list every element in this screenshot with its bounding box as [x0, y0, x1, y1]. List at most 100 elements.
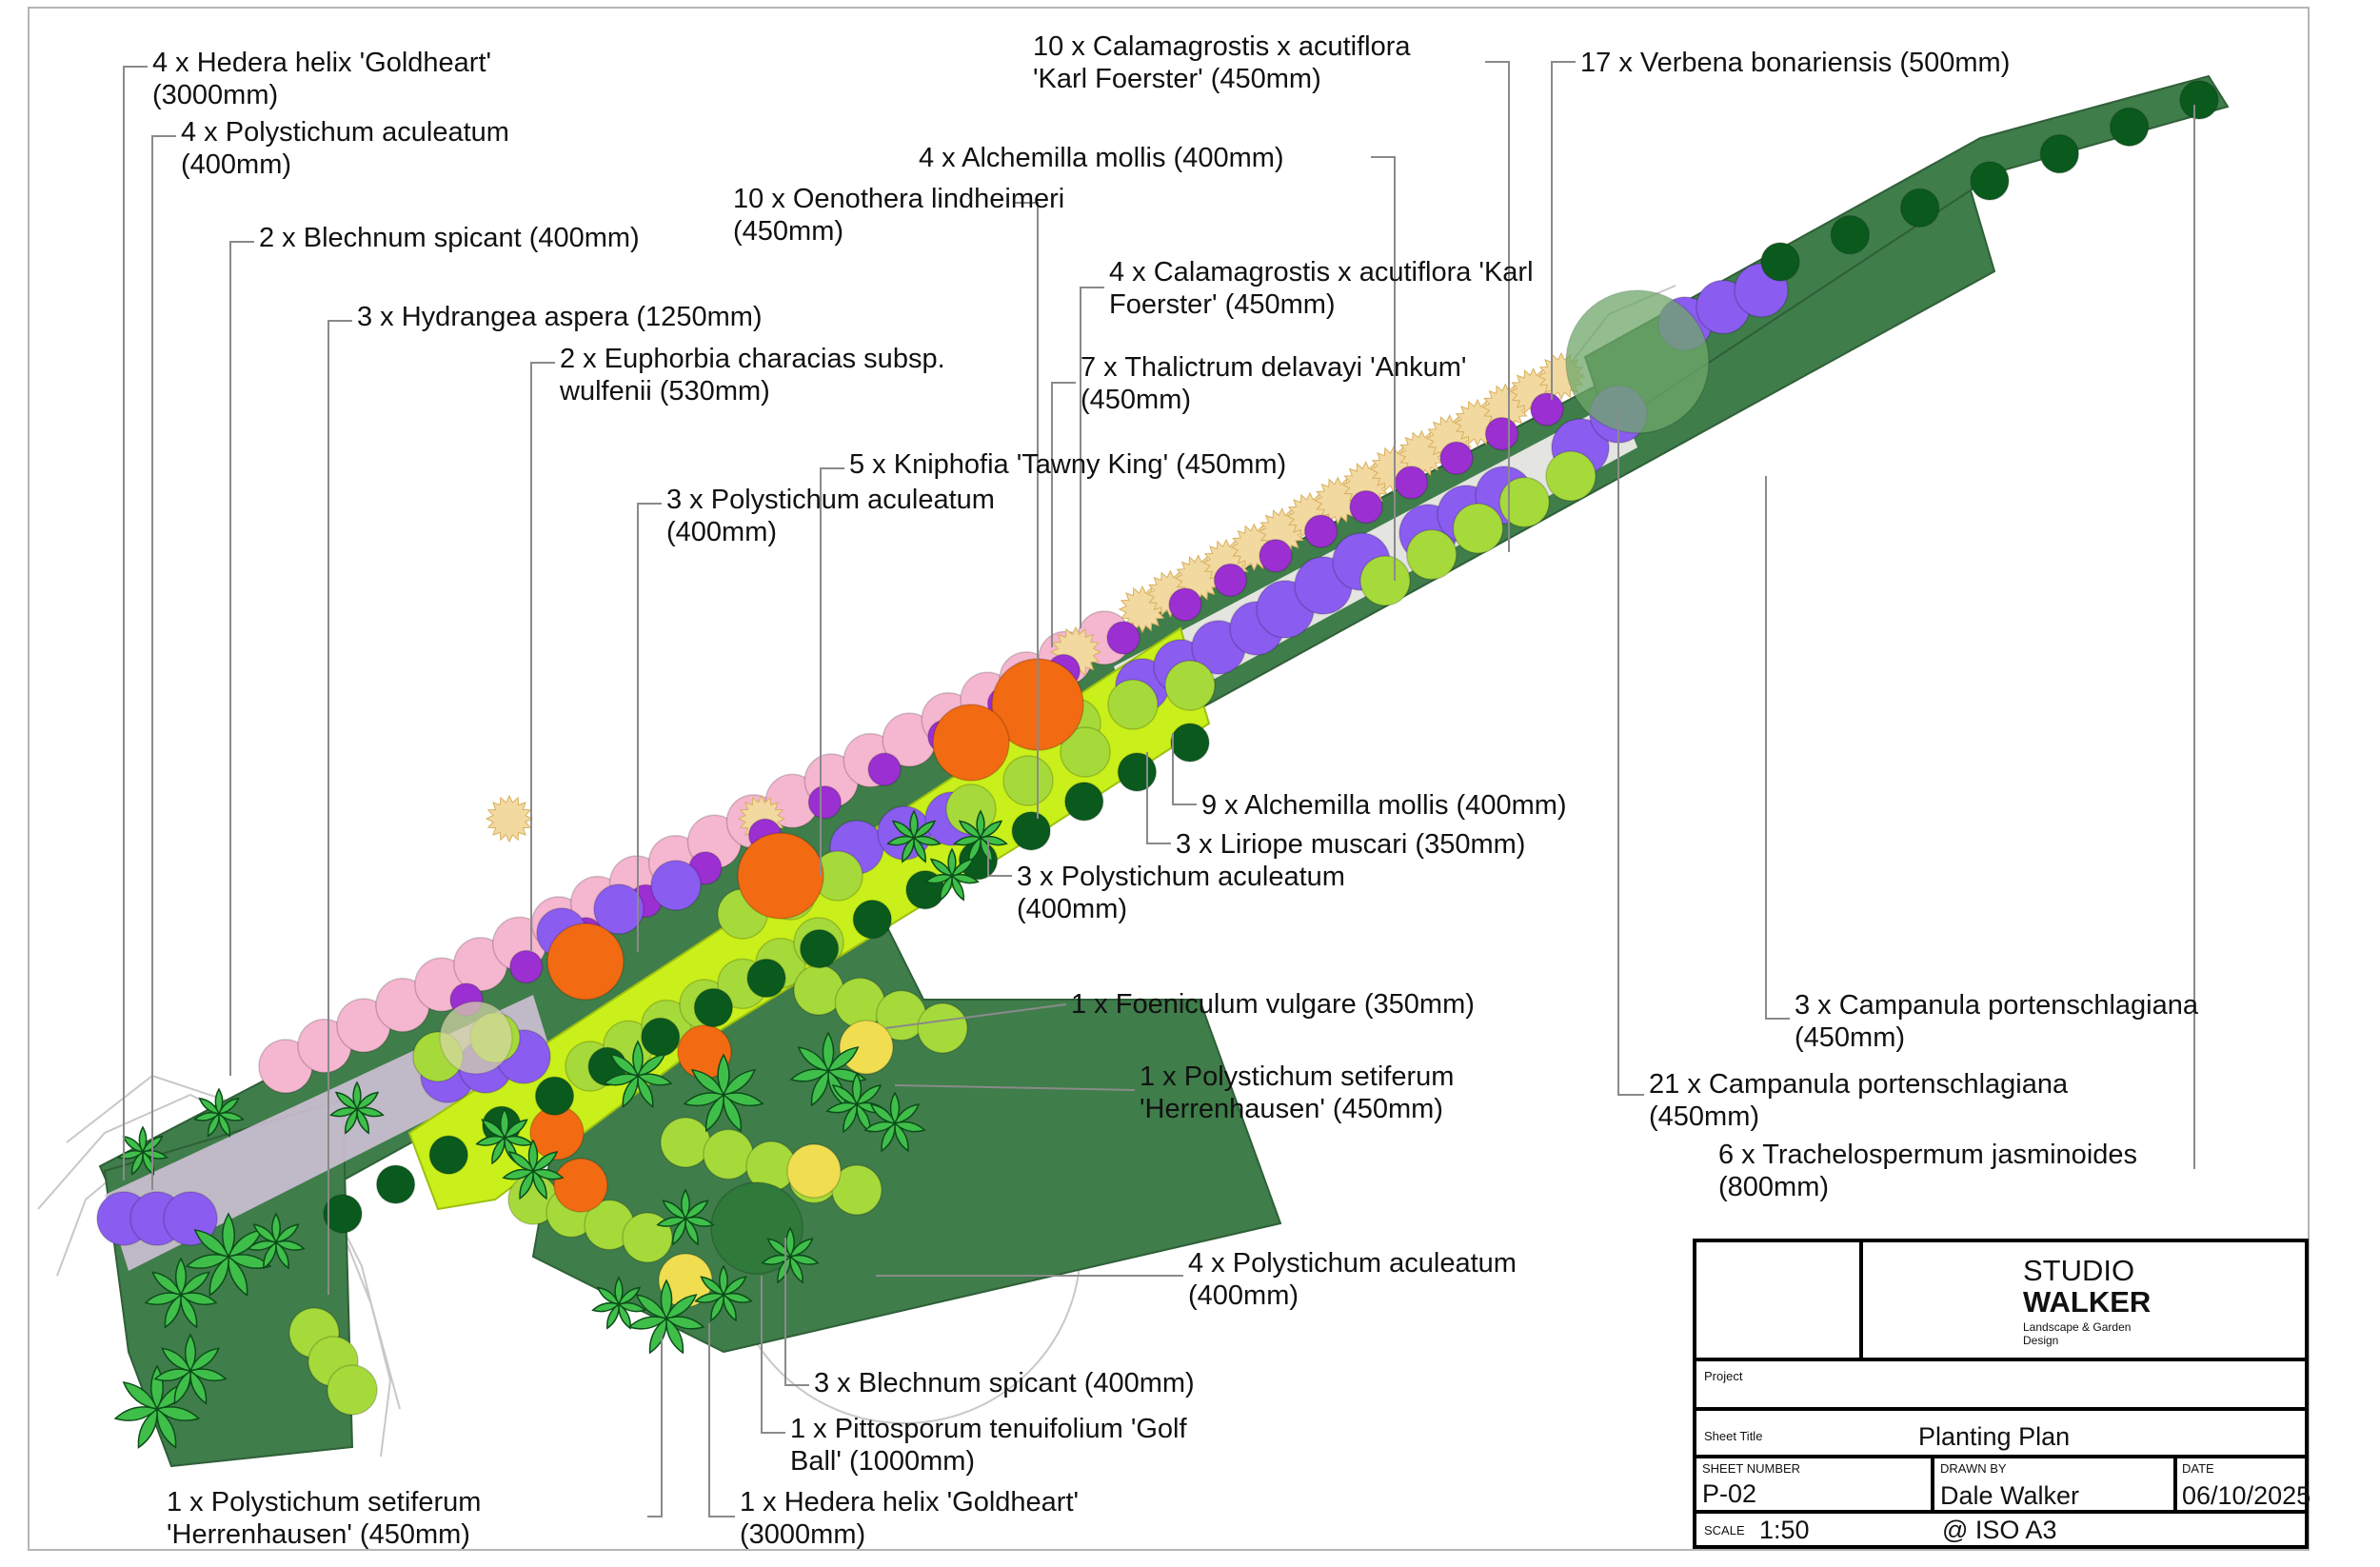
verbena-symbol — [1439, 441, 1474, 475]
plant-label-line: 3 x Blechnum spicant (400mm) — [814, 1368, 1195, 1398]
sheet-number-label: SHEET NUMBER — [1702, 1461, 1800, 1476]
date-value: 06/10/2025 — [2182, 1481, 2311, 1510]
plant-label-line: wulfenii (530mm) — [559, 376, 770, 407]
trachelospermum-symbol — [1760, 242, 1800, 282]
title-block-frame — [1693, 1239, 2309, 1549]
plant-label-line: (400mm) — [666, 517, 777, 547]
plant-label: 9 x Alchemilla mollis (400mm) — [1201, 790, 1567, 821]
plant-label: 2 x Blechnum spicant (400mm) — [259, 223, 640, 253]
plant-label: 17 x Verbena bonariensis (500mm) — [1580, 48, 2010, 78]
trachelospermum-symbol — [2039, 133, 2080, 174]
dark-green-plant-symbol — [1170, 723, 1210, 763]
dark-green-plant-symbol — [1117, 752, 1158, 792]
lime-plant-symbol — [703, 1128, 754, 1180]
plant-label-line: 2 x Blechnum spicant (400mm) — [259, 223, 640, 253]
leader-line — [1172, 733, 1197, 805]
date-label: DATE — [2182, 1461, 2214, 1476]
plant-label-line: 1 x Foeniculum vulgare (350mm) — [1071, 989, 1475, 1020]
leader-line — [1551, 61, 1576, 400]
fern-symbol — [627, 1279, 705, 1355]
plant-label-line: 3 x Polystichum aculeatum — [1017, 862, 1345, 892]
verbena-symbol — [807, 784, 843, 820]
leader-line — [1014, 202, 1039, 819]
leader-line — [530, 362, 555, 952]
fern-symbol — [924, 847, 980, 902]
leader-lines — [123, 61, 2195, 1517]
plant-label: 6 x Trachelospermum jasminoides(800mm) — [1718, 1140, 2137, 1202]
plant-label-line: 1 x Hedera helix 'Goldheart' — [740, 1487, 1079, 1517]
verbena-symbol — [1303, 514, 1339, 548]
plant-label-line: 'Herrenhausen' (450mm) — [1140, 1094, 1443, 1124]
leader-line — [1051, 382, 1076, 647]
plant-label-line: (800mm) — [1718, 1172, 1829, 1202]
fern-symbol — [825, 1072, 888, 1134]
lime-plant-symbol — [917, 1002, 968, 1054]
plant-label-line: 17 x Verbena bonariensis (500mm) — [1580, 48, 2010, 78]
verbena-symbol — [1168, 587, 1202, 622]
plant-labels: 4 x Hedera helix 'Goldheart'(3000mm) 4 x … — [152, 31, 2199, 1550]
verbena-symbol — [1394, 466, 1429, 500]
plant-label-line: (400mm) — [1017, 894, 1127, 924]
leader-line — [637, 503, 662, 952]
plant-label-line: (3000mm) — [152, 80, 278, 110]
leader-line — [761, 1276, 785, 1434]
plant-label: 4 x Hedera helix 'Goldheart'(3000mm) — [152, 48, 491, 110]
leader-line — [327, 320, 352, 1295]
calamagrostis-symbol — [485, 794, 534, 843]
leader-line — [1080, 287, 1104, 628]
hydrangea-canopy-symbol — [439, 1001, 513, 1075]
hydrangea-canopy-symbol — [1565, 289, 1710, 434]
leader-line — [894, 1084, 1136, 1091]
plant-label-line: 3 x Campanula portenschlagiana — [1795, 990, 2199, 1021]
lime-plant-symbol — [1498, 476, 1550, 528]
trachelospermum-symbol — [1899, 188, 1940, 228]
lime-plant-symbol — [327, 1364, 378, 1416]
lavender-plant-symbol — [650, 860, 702, 911]
plant-label-line: (3000mm) — [740, 1519, 865, 1550]
plant-label: 7 x Thalictrum delavayi 'Ankum'(450mm) — [1081, 352, 1466, 415]
pittosporum-symbol — [786, 1143, 842, 1199]
plant-label: 1 x Hedera helix 'Goldheart'(3000mm) — [740, 1487, 1079, 1550]
plant-label: 4 x Polystichum aculeatum(400mm) — [1188, 1248, 1517, 1311]
plant-label: 3 x Hydrangea aspera (1250mm) — [357, 302, 763, 332]
plant-label-line: 3 x Hydrangea aspera (1250mm) — [357, 302, 763, 332]
dark-green-plant-symbol — [323, 1194, 363, 1234]
plant-label-line: 5 x Kniphofia 'Tawny King' (450mm) — [849, 449, 1286, 480]
lime-plant-symbol — [1107, 679, 1159, 730]
plant-label-line: 10 x Oenothera lindheimeri — [733, 184, 1064, 214]
verbena-symbol — [1484, 416, 1519, 451]
dark-green-plant-symbol — [852, 899, 892, 940]
studio-tagline-line2: Design — [2023, 1334, 2058, 1347]
lime-plant-symbol — [1164, 660, 1216, 711]
lime-plant-symbol — [1452, 503, 1504, 554]
leader-line — [987, 838, 1012, 877]
studio-tagline-line1: Landscape & Garden — [2023, 1320, 2131, 1334]
plant-label-line: (400mm) — [1188, 1280, 1299, 1311]
leader-line — [820, 467, 844, 876]
plant-label-line: 6 x Trachelospermum jasminoides — [1718, 1140, 2137, 1170]
fern-symbol — [683, 1053, 764, 1133]
leader-line — [1485, 61, 1510, 552]
foeniculum-symbol — [553, 1158, 608, 1213]
dark-green-plant-symbol — [375, 1164, 416, 1204]
dark-green-plant-symbol — [1011, 811, 1051, 851]
plant-label-line: 2 x Euphorbia characias subsp. — [560, 344, 945, 374]
leader-line — [1617, 409, 1644, 1096]
plant-label-line: 1 x Polystichum setiferum — [1140, 1061, 1454, 1092]
title-block: STUDIO WALKER Landscape & Garden Design … — [1693, 1239, 2311, 1549]
scale-value: 1:50 — [1759, 1516, 1810, 1544]
lime-plant-symbol — [1060, 726, 1111, 778]
plant-label-line: 1 x Pittosporum tenuifolium 'Golf — [790, 1414, 1187, 1444]
leader-line — [229, 241, 254, 1076]
fern-symbol — [694, 1264, 753, 1322]
trachelospermum-symbol — [2109, 107, 2150, 148]
lime-plant-symbol — [1406, 528, 1458, 581]
fern-symbol — [247, 1212, 306, 1270]
leader-line — [151, 135, 176, 1190]
euphorbia-symbol — [546, 922, 625, 1001]
dark-green-plant-symbol — [641, 1017, 681, 1058]
lime-plant-symbol — [1002, 755, 1054, 806]
fern-symbol — [185, 1212, 272, 1297]
sheet-title-value: Planting Plan — [1918, 1422, 2070, 1451]
